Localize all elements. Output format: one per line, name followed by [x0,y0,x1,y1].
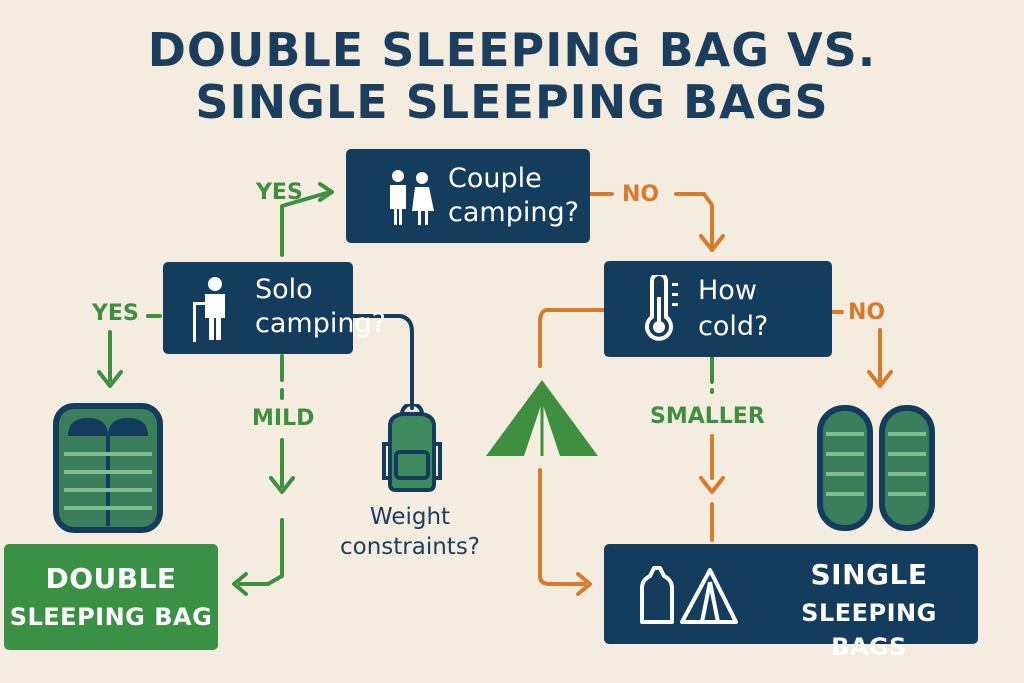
couple-label-line-2: camping? [448,197,579,228]
tent-and-bag-icon [640,566,738,624]
connector-cold-to-tent [538,308,606,368]
weight-label-line-1: Weight [369,504,451,530]
edge-label-mild: MILD [252,406,315,431]
solo-camping-node: Solo camping? [163,262,386,354]
how-cold-node: How cold? [604,261,832,357]
hiker-icon [193,277,225,342]
edge-label-no-right: NO [848,300,886,325]
edge-label-smaller: SMALLER [650,404,765,429]
weight-constraints-label: Weight constraints? [330,502,490,562]
arrowhead-to-single-icon [867,370,893,388]
single-sleeping-bags-icon [817,405,935,531]
single-outcome-line-2: SLEEPING BAGS [801,599,937,661]
arrowhead-to-double-icon [97,370,123,388]
arrowhead-to-double [232,572,248,596]
cold-label-line-1: How [698,275,757,306]
couple-camping-node: Couple camping? [346,149,590,243]
double-sleeping-bag-icon [53,403,163,533]
couple-label-line-1: Couple [448,163,542,194]
double-outcome-line-2: SLEEPING BAG [9,603,213,631]
tent-icon [486,380,598,456]
connector-mild-to-double [238,518,284,586]
edge-label-yes-top: YES [256,180,303,205]
backpack-icon [382,404,442,492]
double-outcome-line-1: DOUBLE [45,562,177,595]
cold-label-line-2: cold? [698,311,769,342]
connector-tent-to-single [538,468,586,586]
arrowhead-to-single [576,572,592,596]
thermometer-icon [645,275,678,341]
arrowhead-mild [269,476,295,494]
arrowhead-to-couple [318,182,334,202]
connector-no-to-cold [674,192,714,248]
edge-label-yes-left: YES [92,301,139,326]
edge-label-no-top: NO [622,182,660,207]
solo-label-line-2: camping? [255,308,386,339]
couple-icon [390,170,434,225]
connector-solo-to-backpack [350,314,414,410]
title-line-2: SINGLE SLEEPING BAGS [195,75,829,129]
arrowhead-to-cold [699,234,725,252]
single-outcome-line-1: SINGLE [810,558,928,591]
double-sleeping-bag-outcome: DOUBLE SLEEPING BAG [4,544,218,650]
connector-yes-to-couple [280,190,332,254]
solo-label-line-1: Solo [255,274,313,305]
arrowhead-smaller [699,476,725,494]
single-sleeping-bags-outcome: SINGLE SLEEPING BAGS [604,544,978,661]
weight-label-line-2: constraints? [339,534,481,560]
title-line-1: DOUBLE SLEEPING BAG VS. [147,23,877,77]
